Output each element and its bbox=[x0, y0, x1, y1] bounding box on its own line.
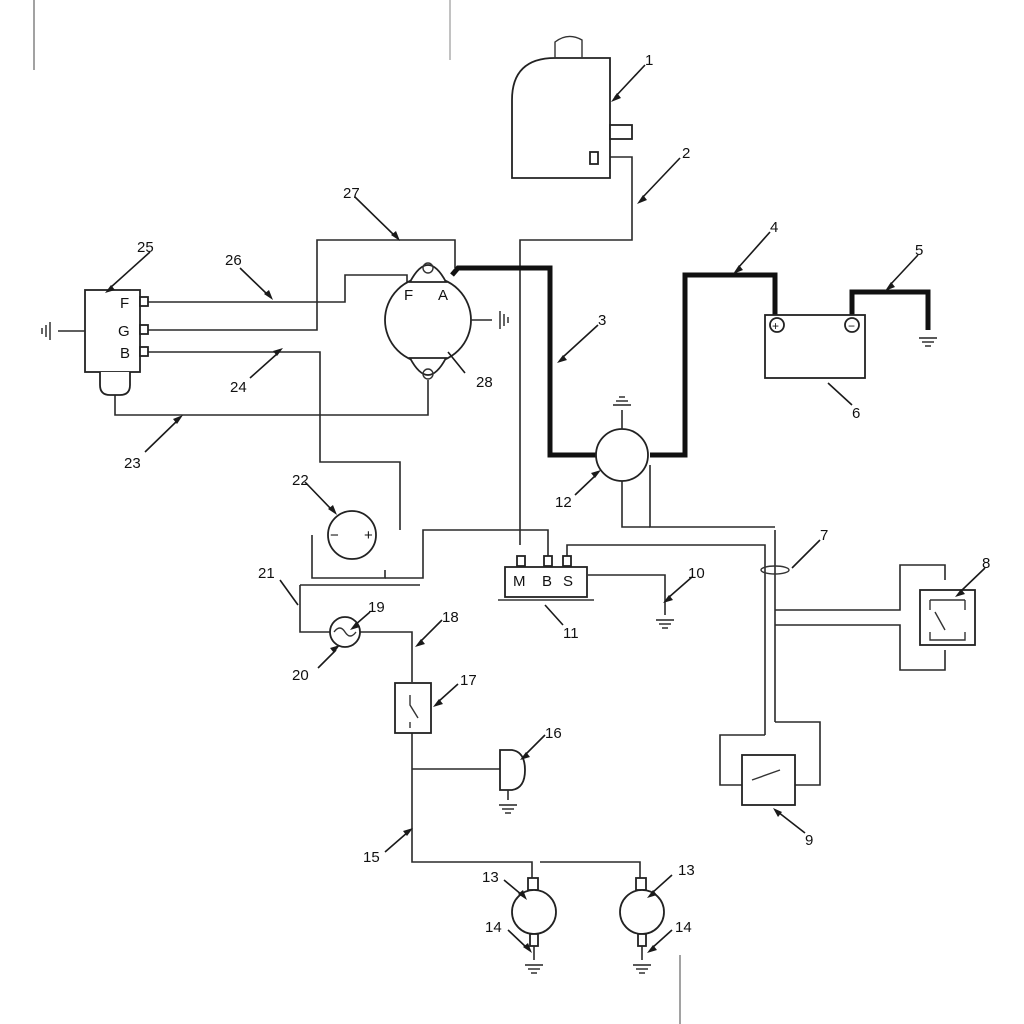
wire-10 bbox=[588, 574, 666, 615]
cable-5 bbox=[849, 289, 931, 330]
tail-lamp-ground-icon bbox=[498, 804, 518, 814]
wire-21b bbox=[299, 584, 420, 633]
callout-11: 11 bbox=[563, 625, 579, 642]
callout-5: 5 bbox=[915, 242, 923, 259]
callout-12: 12 bbox=[555, 494, 572, 511]
callout-28: 28 bbox=[476, 374, 493, 391]
callout-18: 18 bbox=[442, 609, 459, 626]
cable-4 bbox=[650, 272, 778, 458]
headlight-left-ground-icon bbox=[524, 964, 544, 974]
callout-25: 25 bbox=[137, 239, 154, 256]
callout-17: 17 bbox=[460, 672, 477, 689]
callout-14-left: 14 bbox=[485, 919, 502, 936]
ammeter: − + bbox=[327, 510, 377, 560]
wire-9 bbox=[719, 721, 821, 786]
safety-switch bbox=[741, 754, 796, 806]
alternator-terminal-a: A bbox=[438, 287, 448, 304]
wire-18 bbox=[360, 631, 413, 682]
wire-13 bbox=[540, 861, 641, 880]
wire-ammeter-box bbox=[311, 535, 386, 579]
switch-terminal-s: S bbox=[563, 573, 573, 590]
cable-clamp bbox=[760, 565, 790, 575]
callout-3: 3 bbox=[598, 312, 606, 329]
relay bbox=[919, 589, 976, 646]
switch-terminal-m: M bbox=[513, 573, 526, 590]
regulator-terminal-f: F bbox=[120, 295, 129, 312]
voltage-regulator: F G B bbox=[41, 289, 149, 396]
callout-7: 7 bbox=[820, 527, 828, 544]
headlight-right bbox=[619, 877, 665, 960]
battery-ground-icon bbox=[918, 337, 938, 347]
wire-26 bbox=[148, 274, 408, 303]
tail-lamp bbox=[499, 749, 526, 800]
callout-27: 27 bbox=[343, 185, 360, 202]
battery: + − bbox=[764, 314, 866, 379]
wire-8b bbox=[775, 624, 946, 671]
headlight-left bbox=[511, 877, 557, 960]
starter-motor bbox=[595, 396, 649, 482]
callout-24: 24 bbox=[230, 379, 247, 396]
callout-leaders bbox=[105, 64, 986, 953]
callout-22: 22 bbox=[292, 472, 309, 489]
callout-numbers: 1 2 3 4 5 6 7 8 9 10 11 12 13 13 14 14 1… bbox=[124, 52, 990, 936]
battery-negative: − bbox=[848, 319, 855, 333]
battery-positive: + bbox=[772, 319, 779, 333]
regulator-terminal-g: G bbox=[118, 323, 130, 340]
callout-23: 23 bbox=[124, 455, 141, 472]
callout-19: 19 bbox=[368, 599, 385, 616]
distributor bbox=[511, 35, 633, 179]
callout-2: 2 bbox=[682, 145, 690, 162]
starter-switch: M B S bbox=[498, 555, 594, 601]
wire-23 bbox=[114, 380, 429, 416]
callout-1: 1 bbox=[645, 52, 653, 69]
wire-12-right bbox=[649, 465, 775, 528]
alternator: F A bbox=[384, 262, 509, 380]
wire-2 bbox=[519, 156, 633, 545]
wire-s-term bbox=[566, 544, 766, 735]
regulator-terminal-b: B bbox=[120, 345, 130, 362]
wires bbox=[114, 156, 946, 880]
callout-21: 21 bbox=[258, 565, 275, 582]
callout-14-right: 14 bbox=[675, 919, 692, 936]
callout-10: 10 bbox=[688, 565, 705, 582]
wire-b-term bbox=[520, 529, 549, 563]
callout-8: 8 bbox=[982, 555, 990, 572]
wire-8a bbox=[775, 564, 946, 611]
wire-24 bbox=[148, 351, 401, 530]
callout-26: 26 bbox=[225, 252, 242, 269]
wire-15 bbox=[411, 733, 533, 880]
callout-15: 15 bbox=[363, 849, 380, 866]
switch-ground-icon bbox=[655, 619, 675, 629]
wire-21 bbox=[385, 529, 520, 579]
indicator-lamp bbox=[329, 616, 361, 648]
callout-16: 16 bbox=[545, 725, 562, 742]
callout-13-right: 13 bbox=[678, 862, 695, 879]
callout-9: 9 bbox=[805, 832, 813, 849]
light-switch bbox=[394, 682, 432, 734]
callout-4: 4 bbox=[770, 219, 778, 236]
heavy-cables bbox=[450, 265, 931, 458]
switch-terminal-b: B bbox=[542, 573, 552, 590]
headlight-right-ground-icon bbox=[632, 964, 652, 974]
wire-27 bbox=[316, 239, 456, 300]
callout-20: 20 bbox=[292, 667, 309, 684]
wire-g bbox=[148, 300, 318, 331]
wire-12-down bbox=[621, 480, 650, 528]
callout-13-left: 13 bbox=[482, 869, 499, 886]
callout-6: 6 bbox=[852, 405, 860, 422]
alternator-terminal-f: F bbox=[404, 287, 413, 304]
ammeter-positive: + bbox=[364, 527, 373, 544]
ammeter-negative: − bbox=[330, 527, 339, 544]
cable-3 bbox=[450, 265, 600, 458]
